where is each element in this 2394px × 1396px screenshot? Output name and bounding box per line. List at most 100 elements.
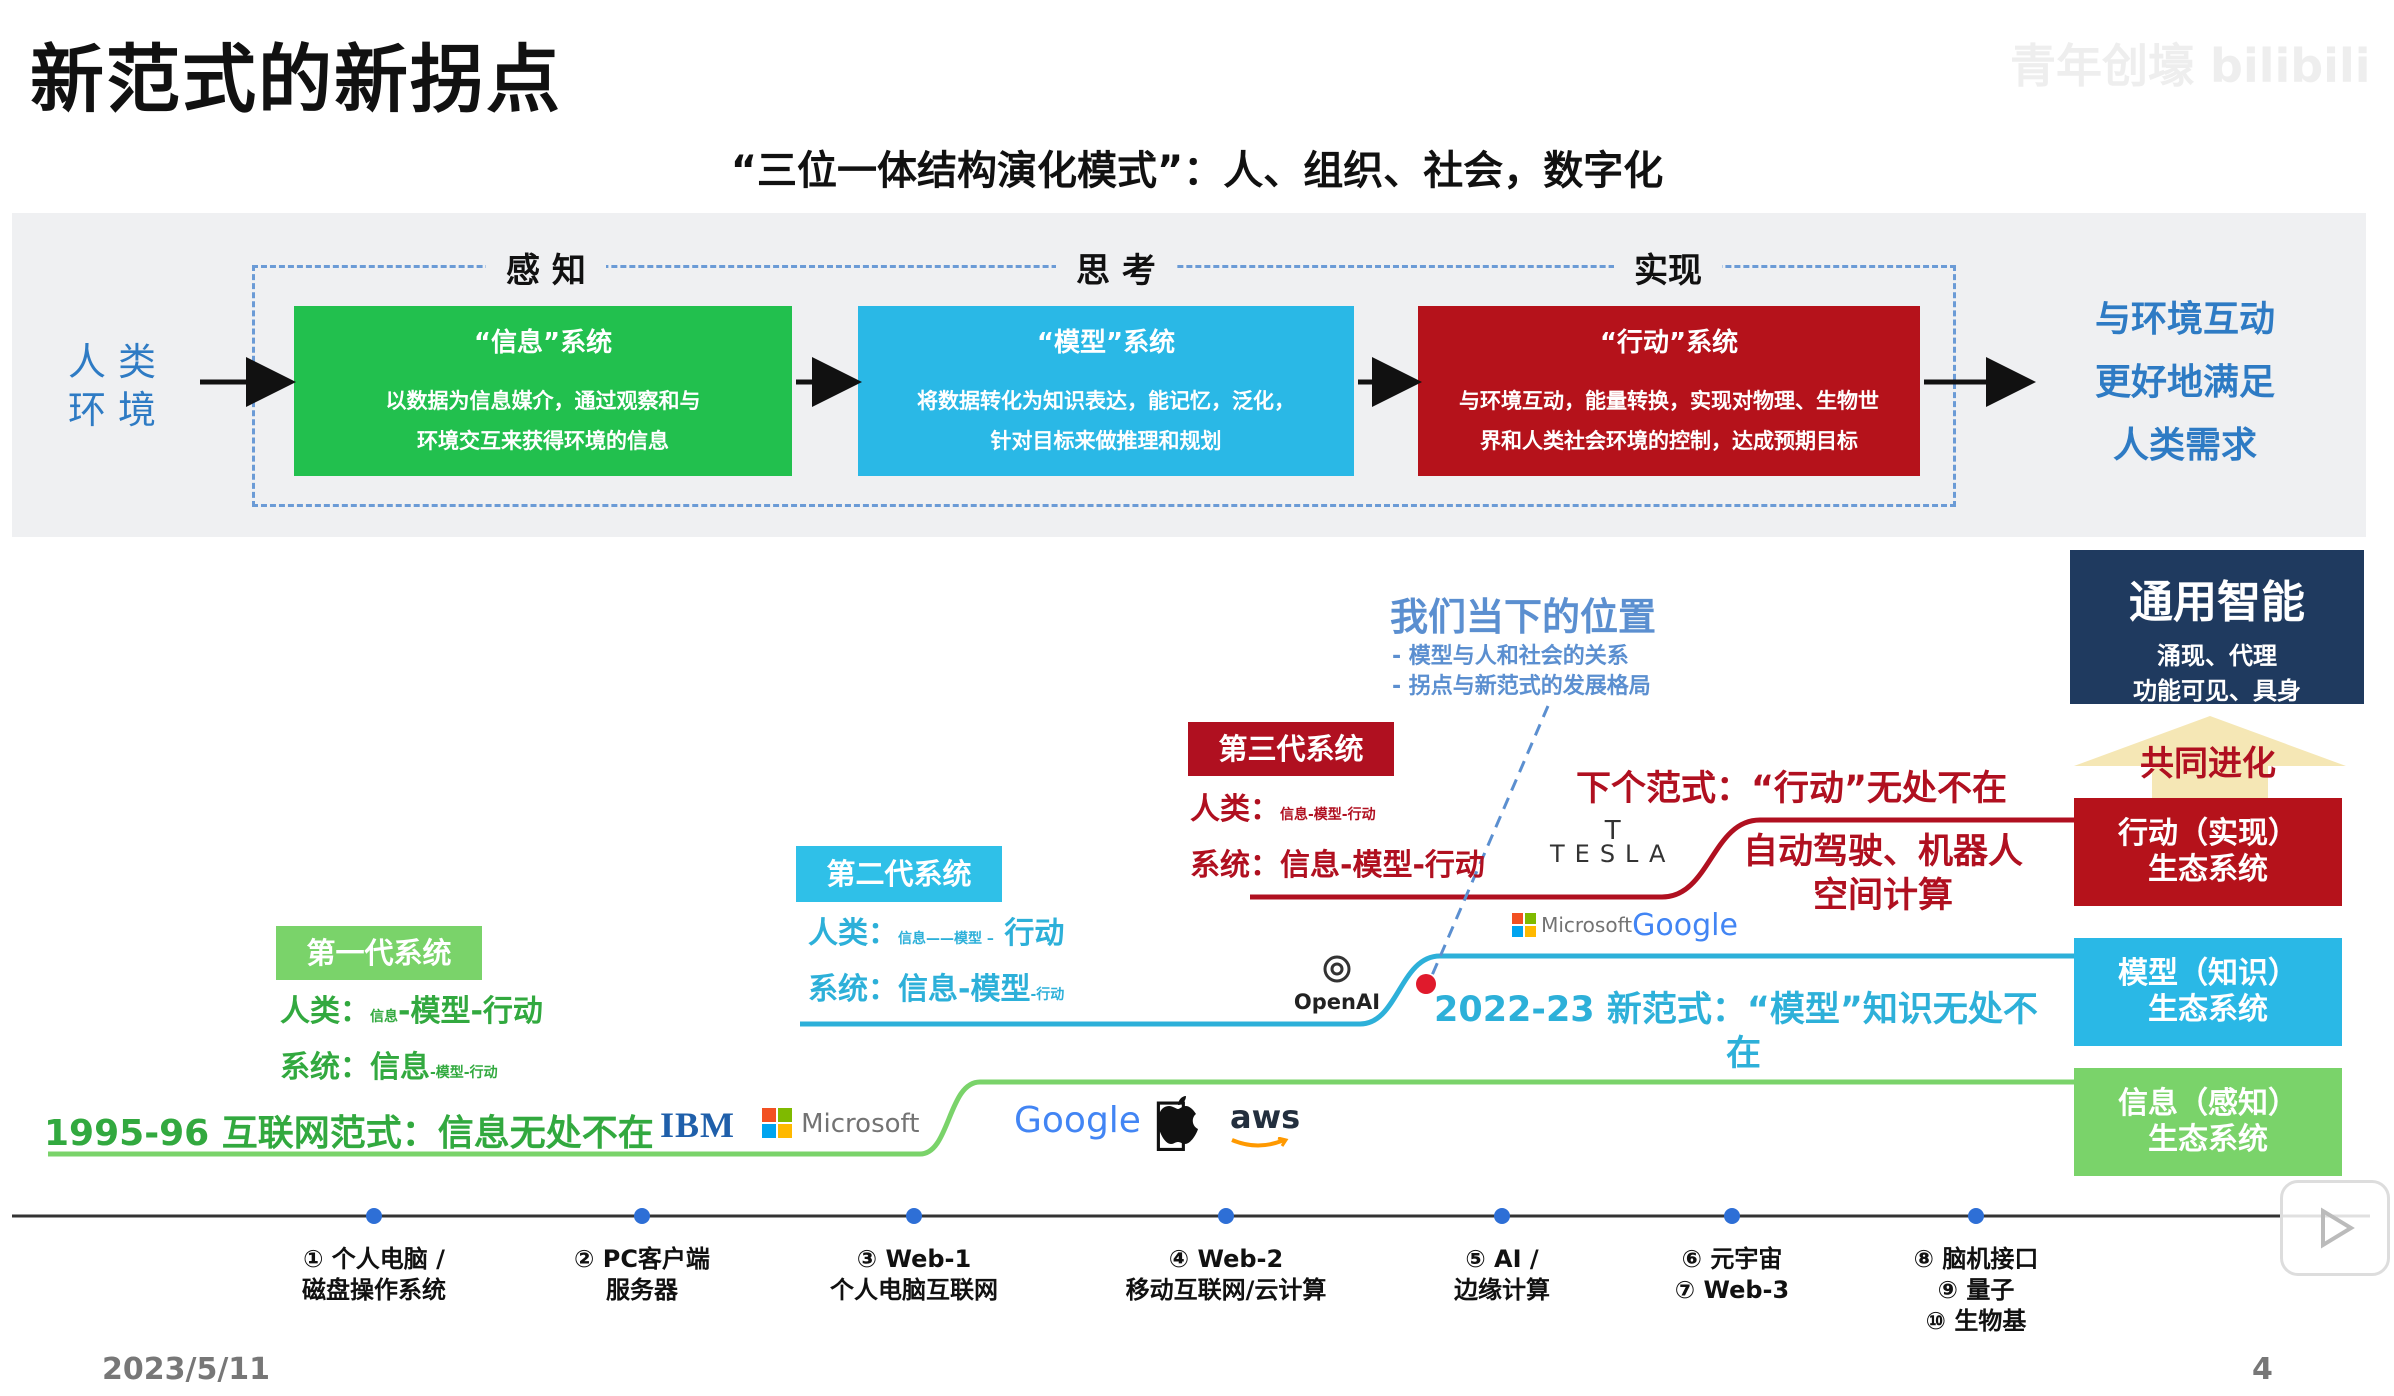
gen2-human: 人类：信息——模型 – 行动 — [808, 908, 1064, 952]
info-system-desc-1: 以数据为信息媒介，通过观察和与 — [385, 389, 701, 413]
watermark: 青年创壕 bilibili — [2010, 39, 2371, 93]
paradigm-line-next — [1250, 817, 2074, 900]
timeline-label-4-line-2: 移动互联网/云计算 — [1125, 1276, 1327, 1304]
position-dot — [1416, 974, 1436, 994]
paradigm-line-1995 — [48, 1079, 2074, 1157]
gen2-human-small: 信息——模型 – — [898, 931, 994, 947]
gen1-human-main: -模型-行动 — [398, 994, 543, 1029]
paradigm-line-2022 — [800, 953, 2074, 1027]
microsoft-logo: Microsoft — [762, 1108, 919, 1145]
timeline-label-3: ③ Web-1 个人电脑互联网 — [794, 1244, 1034, 1306]
tesla-t-icon: T — [1604, 816, 1621, 846]
paradigm-2022-line-1: 2022-23 新范式：“模型”知识无处不 — [1434, 990, 2038, 1030]
timeline-label-1: ① 个人电脑 / 磁盘操作系统 — [254, 1244, 494, 1306]
timeline-label-2: ② PC客户端 服务器 — [522, 1244, 762, 1306]
timeline-label-5: ⑤ AI / 边缘计算 — [1402, 1244, 1602, 1306]
model-system-box: “模型”系统 将数据转化为知识表达，能记忆，泛化， 针对目标来做推理和规划 — [858, 306, 1354, 476]
timeline-label-6-line-1: ⑥ 元宇宙 — [1681, 1245, 1783, 1273]
ibm-logo: IBM — [660, 1105, 735, 1145]
slide-title: 新范式的新拐点 — [30, 37, 562, 123]
gen1-system: 系统：信息-模型-行动 — [280, 1042, 498, 1086]
microsoft-google-logo: MicrosoftGoogle — [1512, 908, 1738, 945]
microsoft-small-wordmark: Microsoft — [1541, 913, 1633, 937]
current-position-title: 我们当下的位置 — [1390, 595, 1657, 639]
gen1-human-prefix: 人类： — [280, 994, 370, 1029]
paradigm-1995-label: 1995-96 互联网范式：信息无处不在 — [44, 1113, 654, 1154]
action-system-desc-2: 界和人类社会环境的控制，达成预期目标 — [1480, 429, 1858, 453]
human-label: 人 类 — [67, 340, 157, 384]
microsoft-windows-icon — [762, 1108, 792, 1138]
openai-logo: OpenAI — [1292, 952, 1382, 1014]
tesla-logo: T TESLA — [1550, 816, 1676, 868]
timeline-dot-4 — [1218, 1208, 1234, 1224]
google-logo: Google — [1014, 1100, 1141, 1141]
gen3-system: 系统：信息-模型-行动 — [1190, 840, 1485, 884]
timeline-label-7-line-2: ⑨ 量子 — [1937, 1276, 2015, 1304]
timeline-label-2-line-2: 服务器 — [606, 1276, 678, 1304]
info-system-box: “信息”系统 以数据为信息媒介，通过观察和与 环境交互来获得环境的信息 — [294, 306, 792, 476]
gen2-system-main: 信息-模型 — [898, 972, 1031, 1007]
timeline-dot-5 — [1494, 1208, 1510, 1224]
model-system-desc-2: 针对目标来做推理和规划 — [990, 429, 1222, 453]
gen2-system: 系统：信息-模型-行动 — [808, 964, 1064, 1008]
model-system-desc-1: 将数据转化为知识表达，能记忆，泛化， — [917, 389, 1295, 413]
action-system-title: “行动”系统 — [1599, 328, 1739, 358]
timeline-label-1-line-2: 磁盘操作系统 — [302, 1276, 446, 1304]
model-ecosystem-box: 模型（知识） 生态系统 — [2074, 938, 2342, 1046]
info-system-title: “信息”系统 — [473, 328, 613, 358]
paradigm-next-label: 下个范式：“行动”无处不在 — [1576, 769, 2008, 809]
gen3-human: 人类：信息-模型-行动 — [1190, 784, 1376, 828]
timeline-label-4: ④ Web-2 移动互联网/云计算 — [1096, 1244, 1356, 1306]
action-ecosystem-line-1: 行动（实现） — [2118, 816, 2298, 851]
info-ecosystem-line-2: 生态系统 — [2148, 1122, 2268, 1157]
timeline-label-6: ⑥ 元宇宙 ⑦ Web-3 — [1632, 1244, 1832, 1306]
timeline-label-3-line-1: ③ Web-1 — [856, 1245, 972, 1273]
timeline-dot-3 — [906, 1208, 922, 1224]
footer-date: 2023/5/11 — [102, 1352, 271, 1387]
model-system-title: “模型”系统 — [1036, 328, 1176, 358]
agi-sub-2: 功能可见、具身 — [2133, 677, 2301, 705]
info-ecosystem-line-1: 信息（感知） — [2118, 1086, 2298, 1121]
gen3-system-main: 信息-模型-行动 — [1280, 848, 1485, 883]
openai-wordmark: OpenAI — [1293, 990, 1381, 1014]
next-paradigm-items: 自动驾驶、机器人 空间计算 — [1738, 830, 2028, 918]
apple-logo-shape — [1156, 1096, 1200, 1146]
aws-smile-icon — [1231, 1136, 1289, 1148]
gen1-system-small: -模型-行动 — [430, 1065, 498, 1081]
gen2-human-main: 行动 — [993, 916, 1065, 951]
gen1-system-main: 信息 — [370, 1050, 430, 1085]
model-ecosystem-line-2: 生态系统 — [2148, 992, 2268, 1027]
play-button[interactable] — [2280, 1180, 2390, 1276]
paradigm-2022-line-2: 在 — [1726, 1034, 1762, 1074]
tesla-wordmark: TESLA — [1550, 840, 1676, 868]
timeline-dot-6 — [1724, 1208, 1740, 1224]
next-items-line-2: 空间计算 — [1812, 876, 1953, 916]
slide-subtitle: “三位一体结构演化模式”：人、组织、社会，数字化 — [730, 148, 1664, 194]
coevolve-label: 共同进化 — [2140, 744, 2276, 784]
gen2-system-prefix: 系统： — [808, 972, 898, 1007]
action-ecosystem-box: 行动（实现） 生态系统 — [2074, 798, 2342, 906]
gen1-system-prefix: 系统： — [280, 1050, 370, 1085]
gen2-human-prefix: 人类： — [808, 916, 898, 951]
microsoft-small-icon — [1512, 913, 1536, 937]
paradigm-2022-label: 2022-23 新范式：“模型”知识无处不 在 — [1434, 988, 2074, 1076]
google-wordmark: Google — [1014, 1100, 1141, 1141]
timeline-label-7: ⑧ 脑机接口 ⑨ 量子 ⑩ 生物基 — [1876, 1244, 2076, 1337]
action-ecosystem-line-2: 生态系统 — [2148, 852, 2268, 887]
gen3-human-prefix: 人类： — [1190, 792, 1280, 827]
play-icon — [2321, 1207, 2355, 1249]
timeline-label-2-line-1: ② PC客户端 — [574, 1245, 710, 1273]
phase-think: 思 考 — [1056, 243, 1176, 292]
apple-logo-icon — [1158, 1096, 1198, 1144]
phase-perceive: 感 知 — [486, 243, 606, 292]
current-position-sub-2: - 拐点与新范式的发展格局 — [1392, 674, 1651, 699]
timeline-label-3-line-2: 个人电脑互联网 — [830, 1276, 998, 1304]
timeline-label-5-line-1: ⑤ AI / — [1465, 1245, 1539, 1273]
gen1-human: 人类：信息-模型-行动 — [280, 986, 543, 1030]
gen3-system-prefix: 系统： — [1190, 848, 1280, 883]
agi-sub-1: 涌现、代理 — [2157, 642, 2277, 670]
model-ecosystem-line-1: 模型（知识） — [2118, 956, 2298, 991]
openai-knot-icon — [1323, 955, 1351, 983]
goal-line-2: 更好地满足 — [2094, 362, 2275, 403]
